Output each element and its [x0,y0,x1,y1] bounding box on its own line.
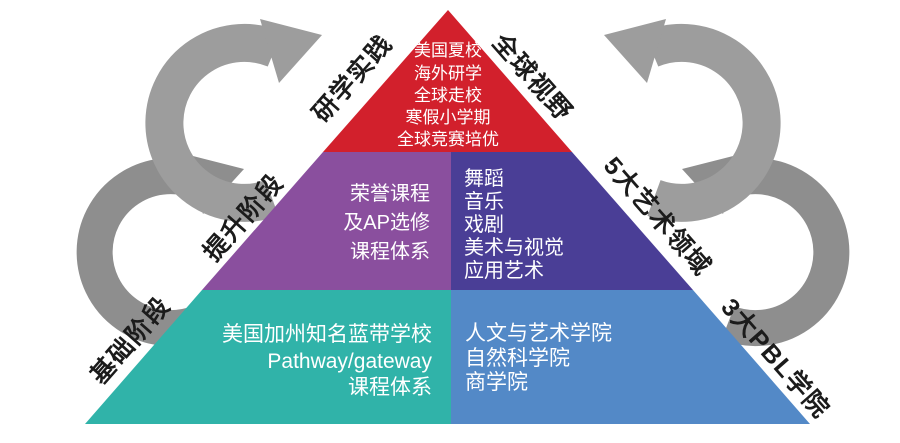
tier-top-line: 海外研学 [414,64,482,83]
tier-bottom-left-section [85,290,451,424]
tier-bottom-right-line: 商学院 [465,371,528,394]
tier-middle-right-line: 美术与视觉 [464,236,564,259]
tier-bottom-right-text: 人文与艺术学院 自然科学院 商学院 [465,322,612,394]
tier-middle-right-line: 应用艺术 [464,259,544,282]
tier-middle-left-section [202,152,451,290]
tier-top-line: 全球竞赛培优 [397,129,499,149]
tier-middle-left-line: 及AP选修 [343,211,430,234]
cycle-arrow-icon [145,19,322,222]
tier-middle-right-line: 戏剧 [464,213,504,236]
right-cycle-arrows [604,19,850,347]
tier-middle-left-line: 荣誉课程 [350,182,430,205]
tier-bottom-right-line: 自然科学院 [465,347,570,370]
tier-bottom-left-line: 课程体系 [348,376,432,399]
tier-top-text: 美国夏校 海外研学 全球走校 寒假小学期 全球竞赛培优 [397,41,499,149]
cycle-arrow-arc [643,23,781,222]
tier-bottom-right-section [451,290,810,424]
cycle-arrow-head-icon [604,19,666,83]
tier-bottom-left-line: 美国加州知名蓝带学校 [222,323,432,346]
tier-bottom-left-text: 美国加州知名蓝带学校 Pathway/gateway 课程体系 [222,323,432,399]
tier-middle-right-line: 舞蹈 [464,167,504,190]
tier-top-line: 全球走校 [414,86,482,105]
tier-middle-left-line: 课程体系 [350,240,430,263]
cycle-arrow-arc [719,158,850,347]
tier-middle-right-text: 舞蹈 音乐 戏剧 美术与视觉 应用艺术 [464,167,564,282]
tier-bottom-left-line: Pathway/gateway [267,350,432,373]
cycle-arrow-arc [145,23,283,222]
cycle-arrow-arc [76,158,207,347]
tier-top-line: 寒假小学期 [406,108,491,127]
tier-middle-right-line: 音乐 [464,190,504,213]
tier-top-red-section [323,10,572,152]
tier-top-line: 美国夏校 [414,41,482,60]
tier-bottom-right-line: 人文与艺术学院 [465,322,612,345]
cycle-arrow-icon [604,19,781,222]
tier-middle-right-section [451,152,693,290]
tier-middle-left-text: 荣誉课程 及AP选修 课程体系 [343,182,430,263]
cycle-arrow-head-icon [260,19,322,83]
left-cycle-arrows [76,19,322,347]
